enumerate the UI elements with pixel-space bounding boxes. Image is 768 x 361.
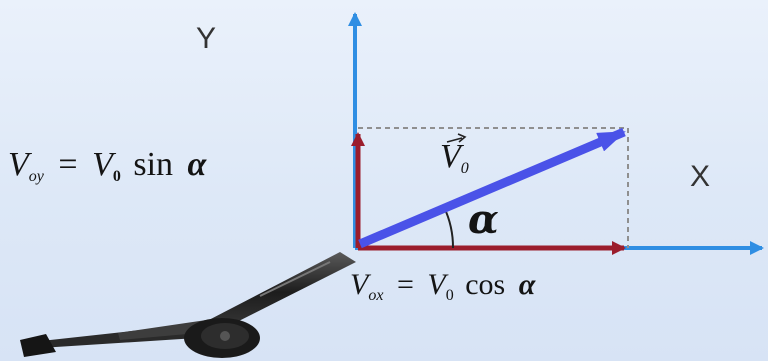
y-axis-label: Y [196,22,218,55]
vy-subscript: oy [28,168,44,185]
velocity-subscript: 0 [460,160,469,177]
velocity-vector [358,127,626,249]
vx-angle: α [518,268,536,301]
vx-subscript: ox [368,287,384,304]
vx-rhs-symbol: V [427,268,446,301]
vy-symbol: V [8,146,29,183]
vy-rhs-subscript: 0 [112,168,121,185]
vy-func: sin [133,146,174,183]
vy-angle: α [187,146,207,183]
cannon-illustration [20,252,356,358]
velocity-label: V0 [440,138,469,178]
vy-equals: = [58,146,78,183]
angle-label: α [468,196,499,243]
angle-arc [443,206,455,249]
vector-overarrow [446,137,463,143]
vector-overarrow-head [457,133,467,143]
vx-formula: Vox = V0 cos α [350,268,535,305]
vy-formula: Voy = V0 sin α [8,146,206,186]
vx-symbol: V [350,268,369,301]
vx-equals: = [396,268,414,301]
vy-rhs-symbol: V [92,146,113,183]
vx-rhs-subscript: 0 [445,287,454,304]
vx-func: cos [465,268,506,301]
x-axis-label: X [690,160,712,193]
velocity-symbol: V [440,138,461,175]
